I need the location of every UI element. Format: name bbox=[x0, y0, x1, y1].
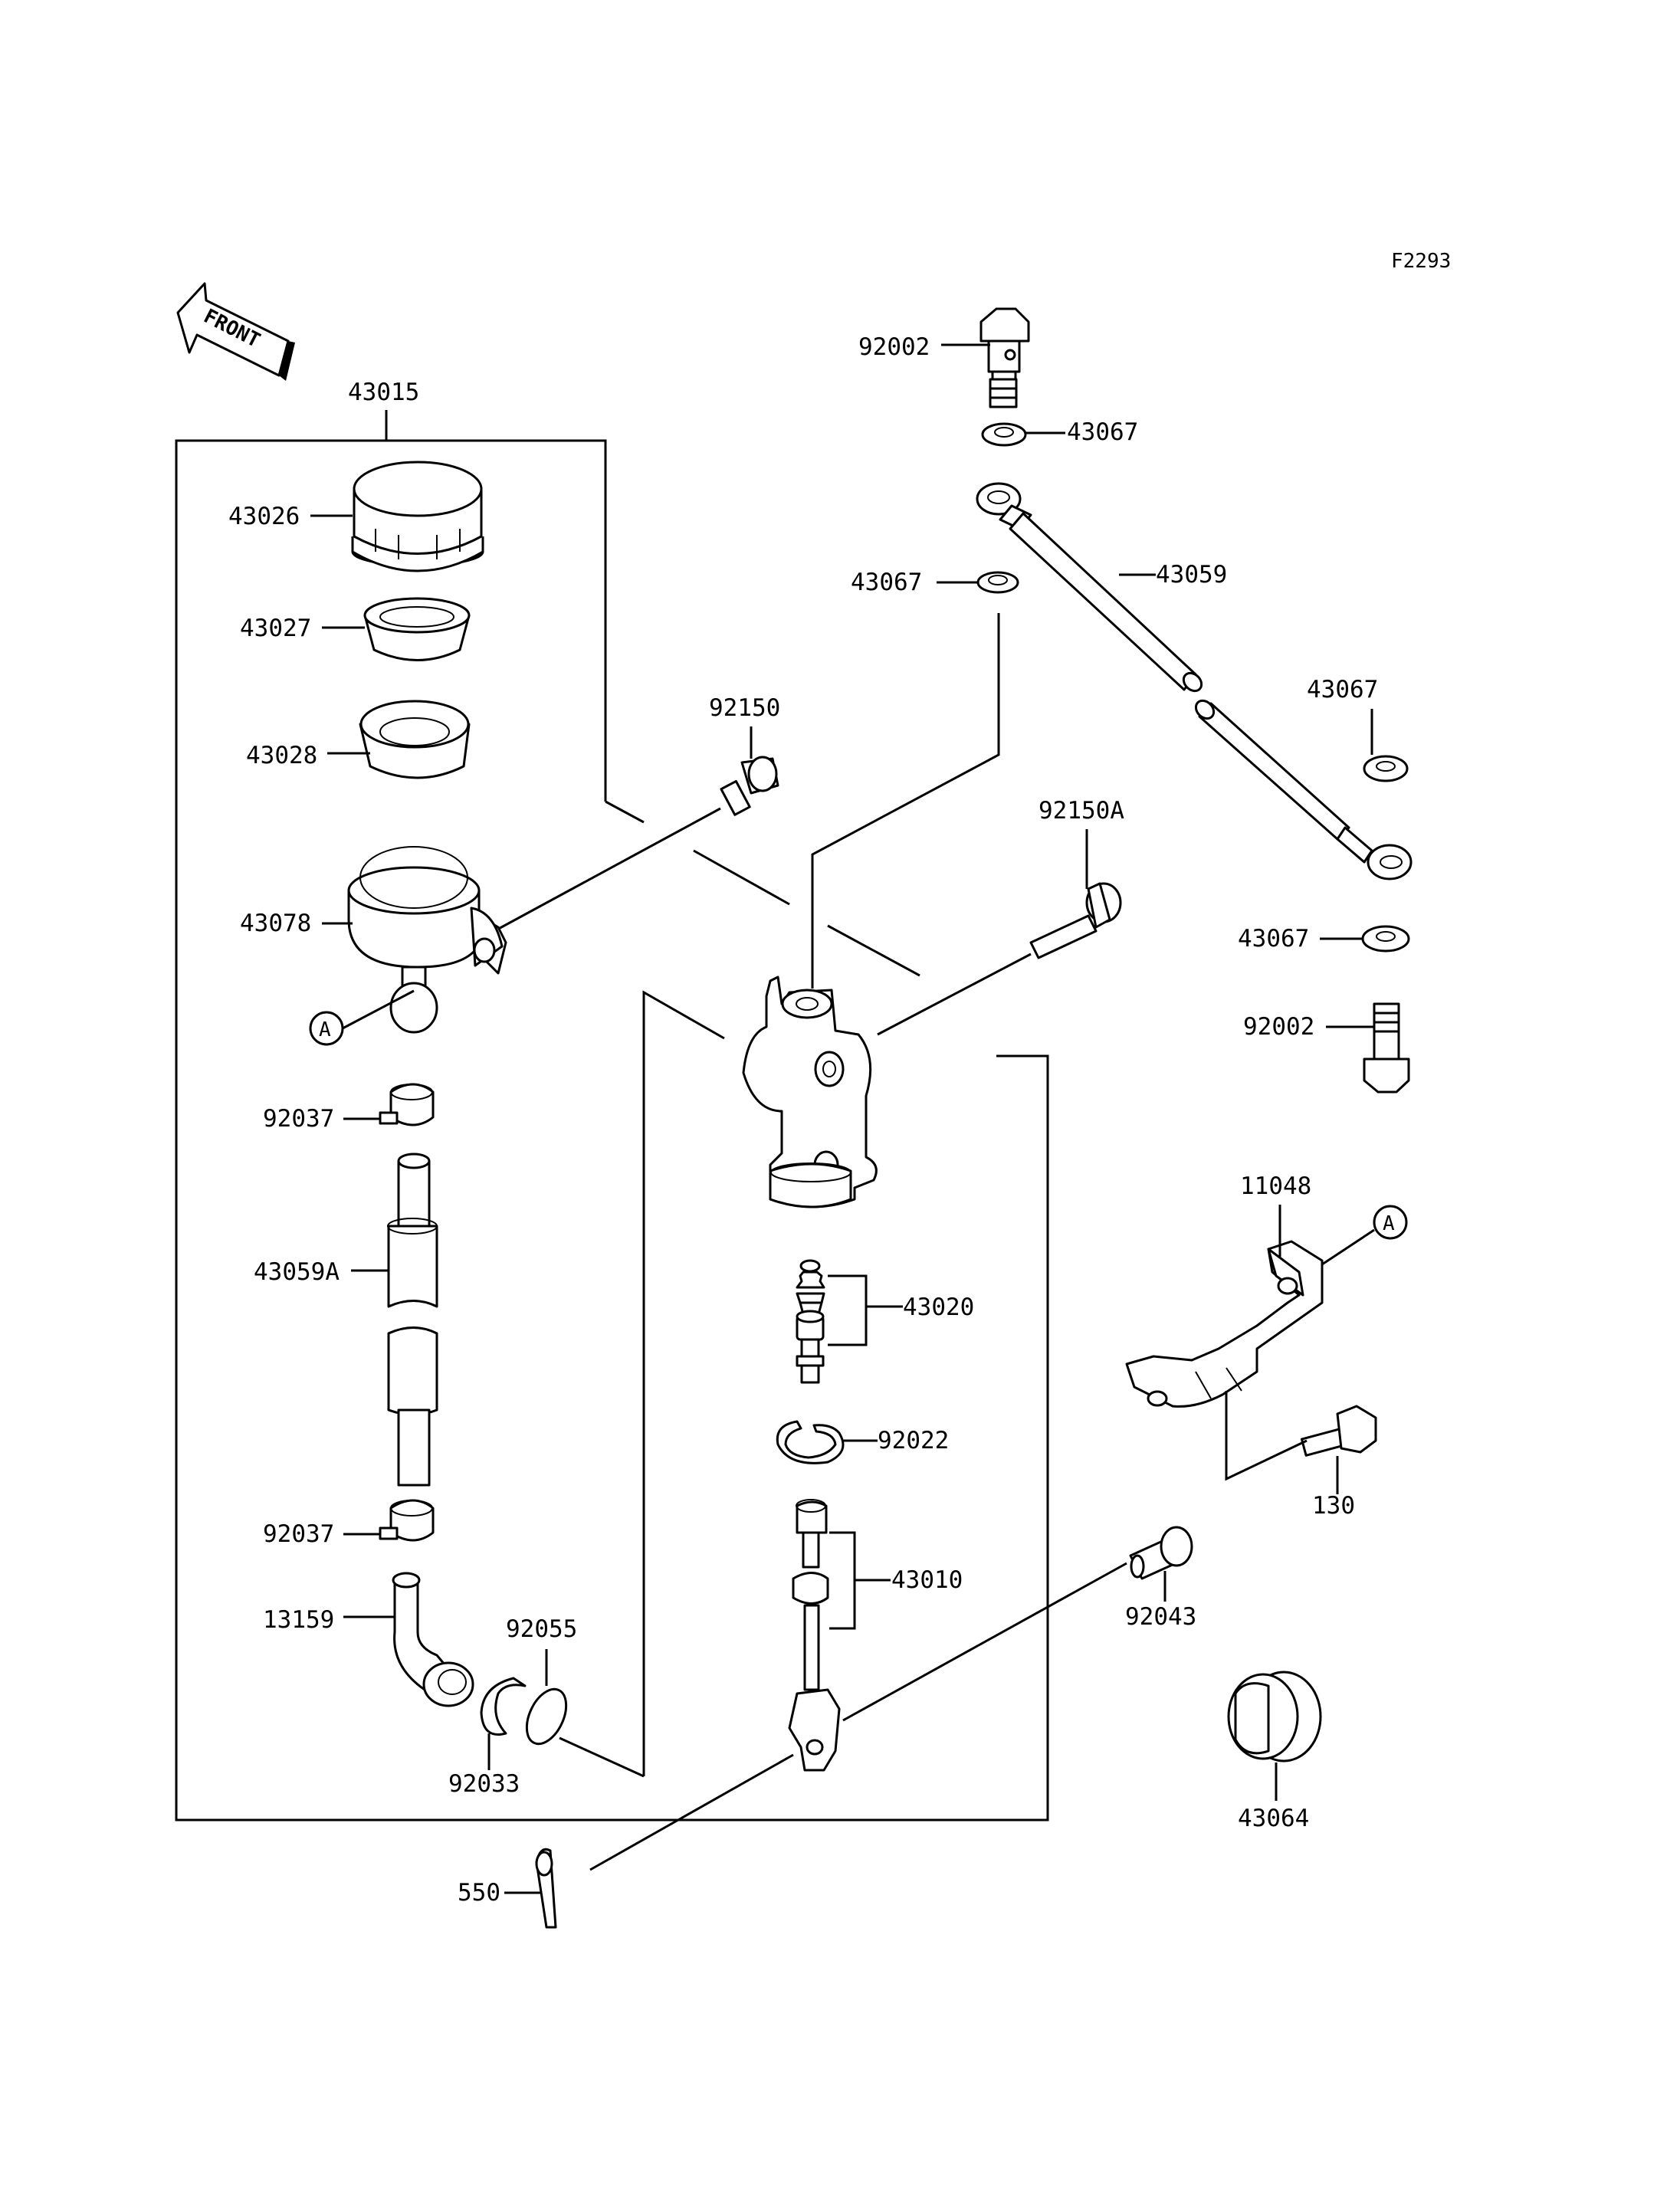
figure-code: F2293 bbox=[1391, 250, 1451, 273]
washer-43067-a bbox=[981, 422, 1027, 447]
circlip-92022 bbox=[776, 1420, 845, 1464]
callout-43059: 43059 bbox=[1156, 561, 1227, 589]
callout-43015: 43015 bbox=[348, 379, 419, 406]
washer-43067-b bbox=[976, 571, 1019, 594]
callout-92002-top: 92002 bbox=[858, 333, 930, 361]
washer-43067-c bbox=[1363, 755, 1409, 782]
callout-11048: 11048 bbox=[1240, 1172, 1311, 1200]
bracket-icon bbox=[1125, 1240, 1324, 1408]
hose-43059A bbox=[387, 1153, 438, 1487]
callout-43067-d: 43067 bbox=[1238, 925, 1309, 953]
elbow-13159 bbox=[392, 1572, 474, 1707]
master-cylinder-icon bbox=[742, 976, 878, 1208]
callout-43067-b: 43067 bbox=[851, 569, 922, 596]
callout-43078: 43078 bbox=[240, 910, 311, 937]
assembly-43015-bracket bbox=[175, 439, 1049, 1822]
callout-43010: 43010 bbox=[891, 1566, 963, 1594]
callout-92002-bottom: 92002 bbox=[1243, 1013, 1314, 1041]
clamp-92037-top bbox=[379, 1083, 435, 1126]
snap-ring-92033 bbox=[480, 1677, 527, 1736]
callout-92037-bottom: 92037 bbox=[263, 1520, 334, 1548]
bolt-130 bbox=[1300, 1405, 1377, 1457]
brake-hose-43059 bbox=[976, 482, 1413, 880]
diaphragm-43028 bbox=[359, 700, 471, 779]
banjo-bolt-92002-bottom bbox=[1363, 1002, 1410, 1094]
cap-43064 bbox=[1227, 1671, 1322, 1763]
callout-43067-c: 43067 bbox=[1307, 676, 1378, 703]
o-ring-92055 bbox=[525, 1687, 568, 1746]
piston-pushrod-43010 bbox=[788, 1499, 841, 1772]
callout-92022: 92022 bbox=[878, 1427, 949, 1454]
callout-92033: 92033 bbox=[448, 1770, 520, 1798]
callout-43026: 43026 bbox=[228, 503, 300, 530]
callout-43020: 43020 bbox=[903, 1294, 974, 1321]
ref-a-circle-icon: A bbox=[309, 1011, 344, 1046]
callout-92150: 92150 bbox=[709, 694, 780, 722]
ref-a-circle-icon-right: A bbox=[1373, 1205, 1408, 1240]
ref-a-right: A bbox=[1383, 1212, 1395, 1235]
callout-43028: 43028 bbox=[246, 742, 317, 769]
reservoir-43078 bbox=[347, 846, 507, 1034]
callout-92055: 92055 bbox=[506, 1615, 577, 1643]
clamp-92037-bottom bbox=[379, 1499, 435, 1542]
bolt-92150 bbox=[720, 756, 779, 816]
callout-43027: 43027 bbox=[240, 615, 311, 642]
banjo-bolt-92002-top bbox=[979, 307, 1030, 408]
reservoir-cap-43026 bbox=[351, 461, 484, 572]
callout-43064: 43064 bbox=[1238, 1805, 1309, 1832]
spring-seal-43020 bbox=[796, 1259, 825, 1384]
cotter-pin-icon bbox=[535, 1848, 557, 1929]
callout-13159: 13159 bbox=[263, 1606, 334, 1634]
callout-550: 550 bbox=[458, 1879, 500, 1907]
callout-43067-a: 43067 bbox=[1067, 418, 1138, 446]
callout-92150A: 92150A bbox=[1039, 797, 1124, 825]
callout-130: 130 bbox=[1312, 1492, 1355, 1520]
ref-a-left: A bbox=[319, 1018, 331, 1041]
callout-43059A: 43059A bbox=[254, 1258, 340, 1286]
front-arrow-icon: FRONT bbox=[176, 282, 295, 381]
callout-92037-top: 92037 bbox=[263, 1105, 334, 1133]
bolt-92150A bbox=[1029, 882, 1122, 959]
diaphragm-plate-43027 bbox=[363, 597, 471, 661]
pin-92043 bbox=[1129, 1526, 1193, 1580]
washer-43067-d bbox=[1361, 925, 1410, 953]
callout-92043: 92043 bbox=[1125, 1603, 1196, 1631]
